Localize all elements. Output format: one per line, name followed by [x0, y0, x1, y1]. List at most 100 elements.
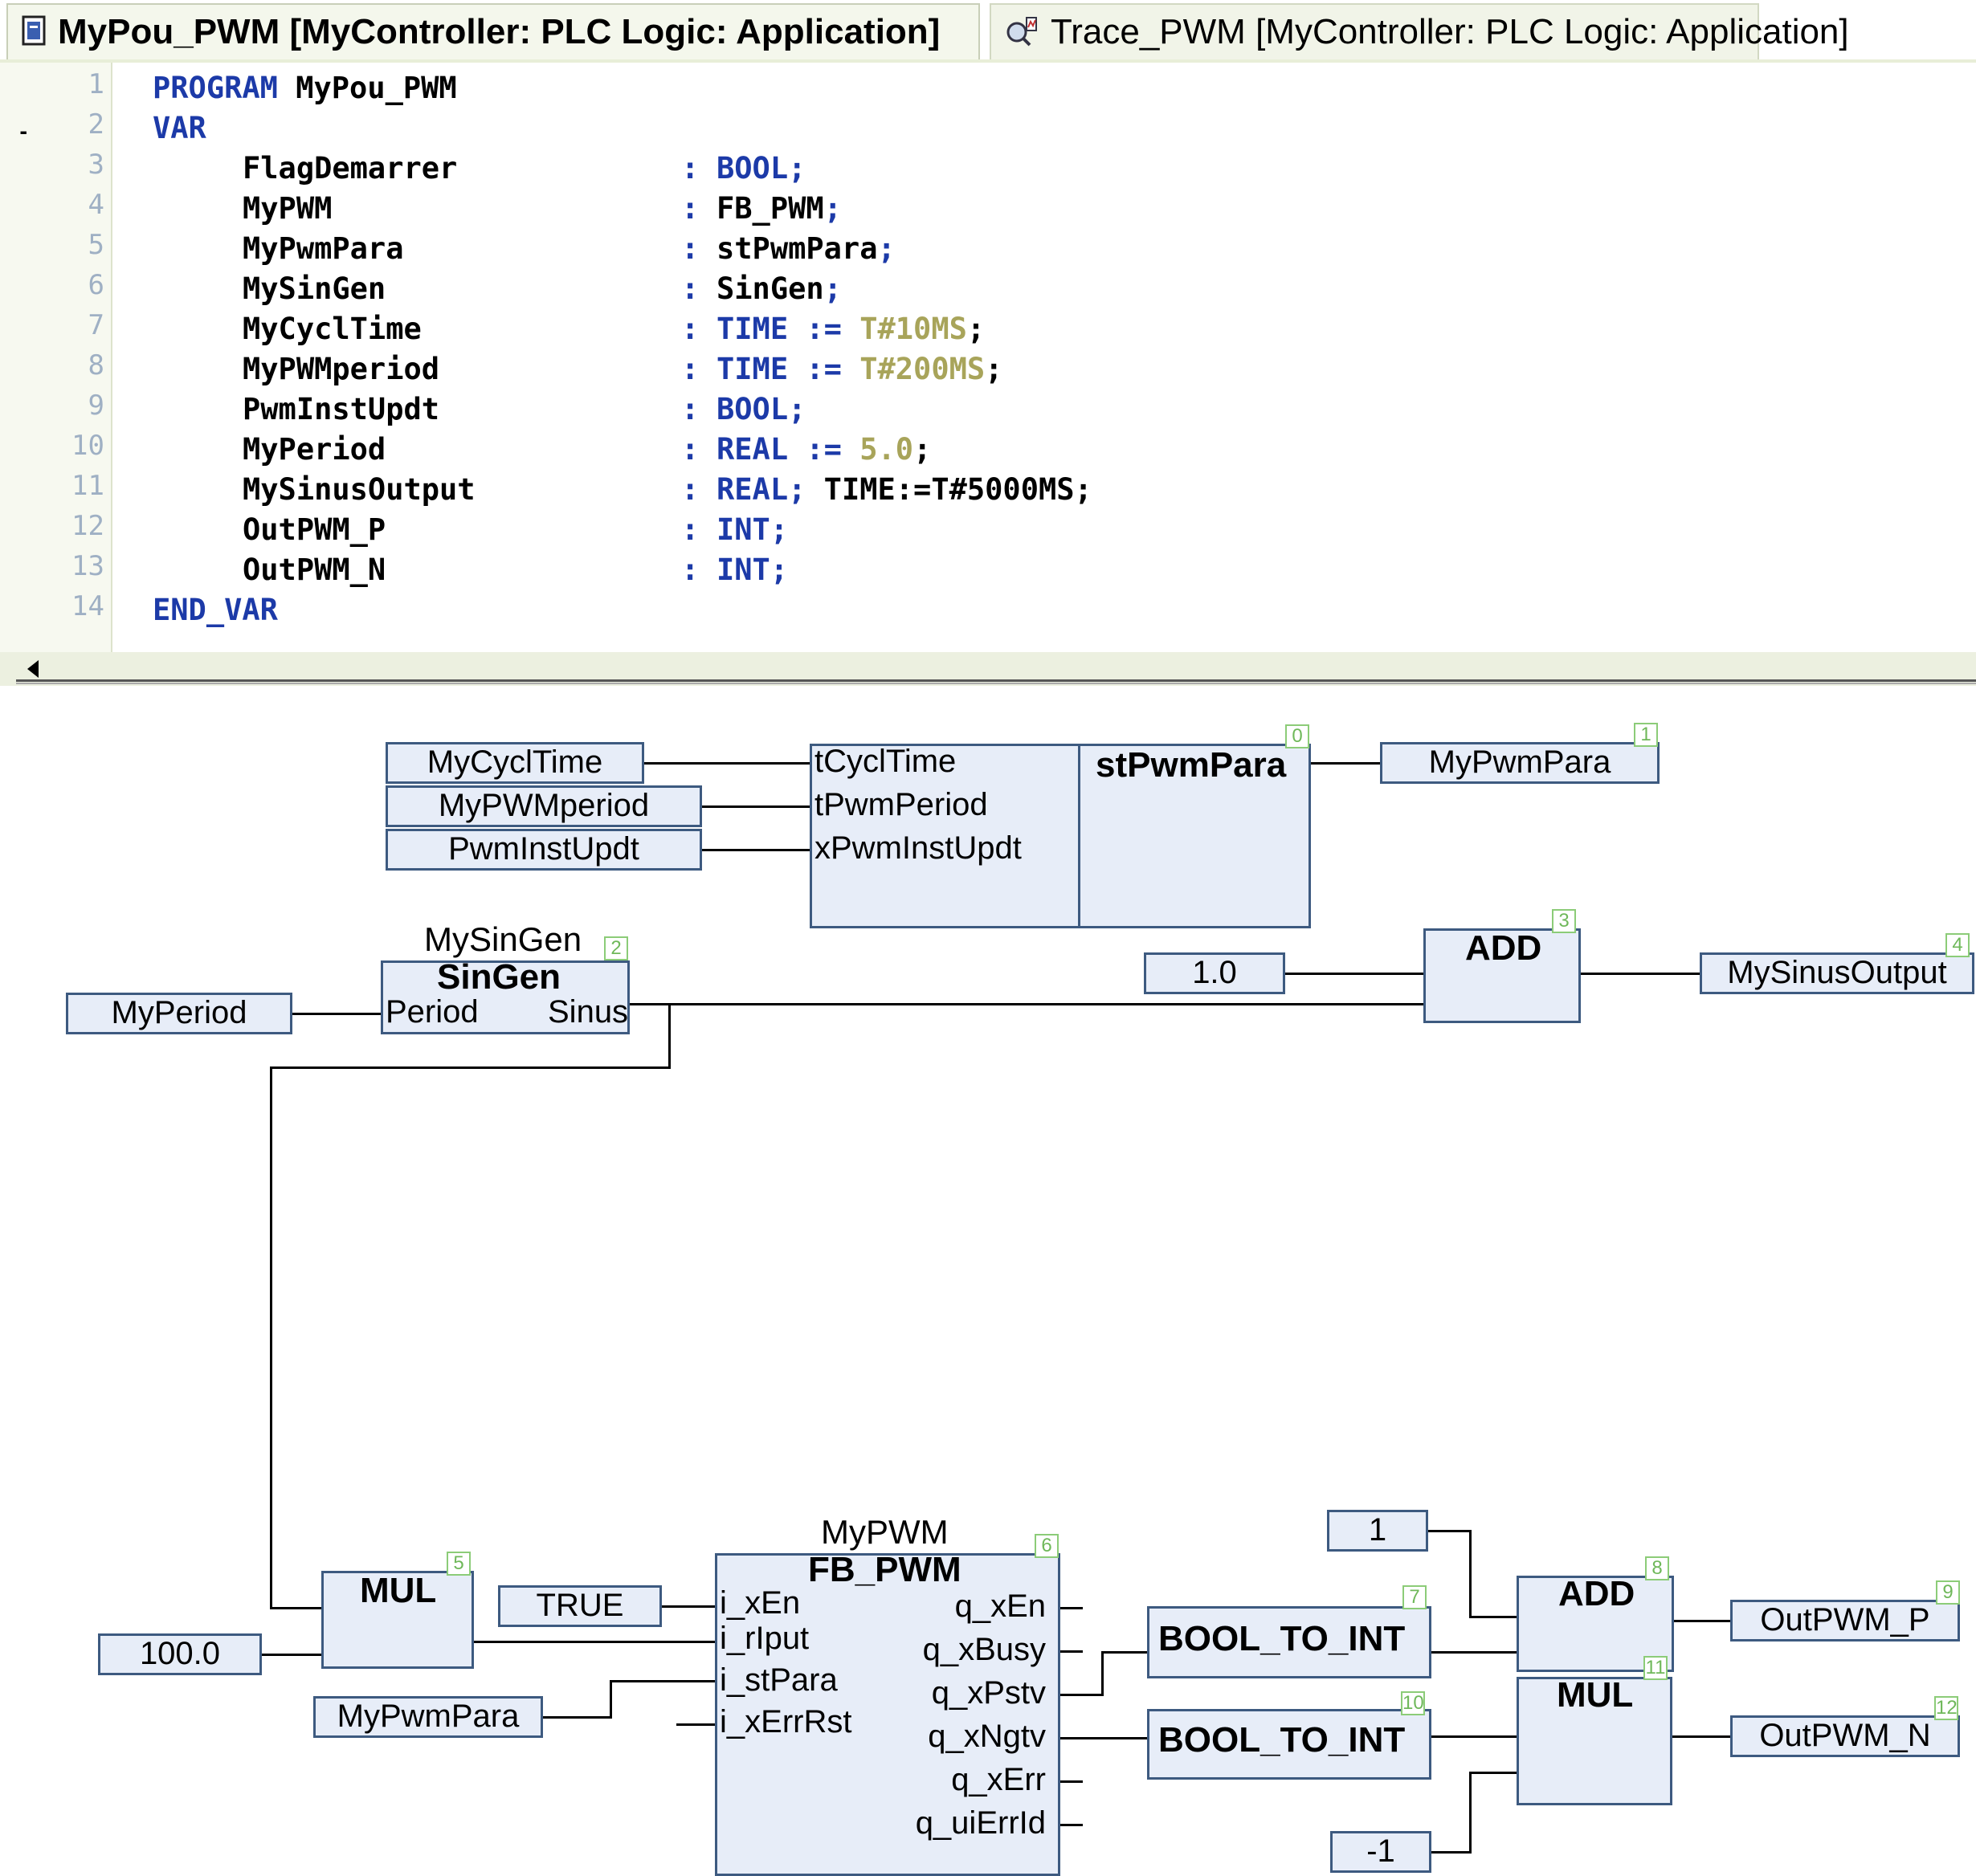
assign-operator: :=	[806, 432, 842, 467]
line-number-gutter	[47, 63, 112, 655]
tab-mypou-pwm[interactable]: MyPou_PWM [MyController: PLC Logic: Appl…	[6, 3, 980, 59]
statement-terminator: ; TIME:=T#5000MS;	[788, 472, 1092, 507]
variable-name: FlagDemarrer	[243, 151, 458, 186]
var-outpwm-p[interactable]: OutPWM_P	[1730, 1600, 1960, 1642]
block-title: BOOL_TO_INT	[1158, 1619, 1406, 1658]
editor-splitter[interactable]	[16, 679, 1976, 684]
variable-name: MySinusOutput	[243, 472, 476, 507]
line-number: 10	[71, 430, 104, 462]
variable-name: MyPWMperiod	[243, 352, 440, 386]
fold-gutter	[0, 63, 47, 655]
const-one-real[interactable]: 1.0	[1144, 952, 1285, 994]
variable-type: REAL	[717, 472, 789, 507]
block-title: MUL	[1557, 1675, 1634, 1715]
pin-q-xen: q_xEn	[954, 1588, 1046, 1624]
var-mypwmpara-out[interactable]: MyPwmPara	[1380, 742, 1660, 784]
tab-trace-pwm[interactable]: Trace_PWM [MyController: PLC Logic: Appl…	[990, 3, 1849, 59]
pin-i-stpara: i_stPara	[720, 1662, 838, 1698]
line-number: 4	[88, 189, 104, 221]
execution-order-badge: 8	[1645, 1556, 1669, 1580]
execution-order-badge: 4	[1945, 933, 1970, 957]
type-spec: INT;	[717, 553, 788, 587]
declaration-editor[interactable]: - 1 2 3 4 5 6 7 8 9 10 11 12 13 14 PROGR…	[0, 63, 1976, 686]
execution-order-badge: 0	[1285, 724, 1309, 748]
execution-order-badge: 10	[1401, 1691, 1425, 1715]
assign-operator: :=	[806, 312, 842, 346]
variable-type: TIME	[717, 352, 789, 386]
execution-order-badge: 1	[1634, 723, 1658, 747]
fbd-diagram[interactable]: MyCyclTime MyPWMperiod PwmInstUpdt stPwm…	[0, 691, 1976, 1876]
block-title: ADD	[1558, 1574, 1635, 1613]
pin-q-xbusy: q_xBusy	[922, 1632, 1046, 1667]
line-number: 3	[88, 149, 104, 181]
initial-value: T#10MS	[859, 312, 967, 346]
line-number: 14	[71, 590, 104, 622]
initial-value: T#200MS	[859, 352, 986, 386]
block-singen[interactable]	[381, 960, 630, 1034]
type-colon: :	[681, 231, 700, 266]
statement-terminator: ;	[913, 432, 932, 467]
initial-value: 5.0	[859, 432, 914, 467]
variable-type: TIME	[717, 312, 789, 346]
execution-order-badge: 12	[1934, 1696, 1958, 1720]
type-spec: SinGen;	[717, 271, 842, 306]
keyword-var: VAR	[153, 111, 206, 145]
pin-i-riput: i_rIput	[720, 1621, 810, 1656]
type-colon: :	[681, 432, 700, 467]
var-mycycltime[interactable]: MyCyclTime	[386, 742, 644, 784]
type-spec: TIME := T#200MS;	[717, 352, 1002, 386]
pin-i-xerrrst: i_xErrRst	[720, 1704, 852, 1739]
execution-order-badge: 6	[1035, 1534, 1059, 1558]
pin-tpwmperiod: tPwmPeriod	[814, 787, 988, 822]
type-colon: :	[681, 191, 700, 226]
editor-tab-bar: MyPou_PWM [MyController: PLC Logic: Appl…	[0, 0, 1976, 63]
const-one-int[interactable]: 1	[1327, 1510, 1428, 1552]
variable-type: BOOL	[717, 151, 789, 186]
line-number: 6	[88, 269, 104, 301]
block-add-top[interactable]	[1423, 928, 1581, 1023]
variable-name: MyPeriod	[243, 432, 386, 467]
line-number: 1	[88, 68, 104, 100]
pin-i-xen: i_xEn	[720, 1585, 801, 1621]
statement-terminator: ;	[770, 553, 789, 587]
line-number: 13	[71, 550, 104, 582]
block-title: FB_PWM	[808, 1550, 961, 1589]
variable-type: INT	[717, 512, 770, 547]
type-colon: :	[681, 271, 700, 306]
instance-mysingen: MySinGen	[424, 920, 582, 958]
const-true[interactable]: TRUE	[498, 1585, 662, 1627]
pin-q-xngtv: q_xNgtv	[928, 1719, 1046, 1754]
scroll-left-icon[interactable]	[27, 660, 39, 678]
type-spec: BOOL;	[717, 151, 806, 186]
var-outpwm-n[interactable]: OutPWM_N	[1730, 1715, 1960, 1757]
block-stpwmpara[interactable]	[810, 744, 1311, 928]
program-name: MyPou_PWM	[296, 71, 457, 105]
const-minus-one[interactable]: -1	[1330, 1831, 1431, 1873]
statement-terminator: ;	[985, 352, 1003, 386]
variable-type: INT	[717, 553, 770, 587]
variable-type: stPwmPara	[717, 231, 878, 266]
keyword-program: PROGRAM	[153, 71, 278, 105]
statement-terminator: ;	[877, 231, 896, 266]
type-colon: :	[681, 312, 700, 346]
var-mypwmperiod[interactable]: MyPWMperiod	[386, 785, 702, 827]
type-spec: INT;	[717, 512, 788, 547]
const-hundred[interactable]: 100.0	[98, 1633, 262, 1675]
var-myperiod[interactable]: MyPeriod	[66, 993, 292, 1034]
variable-type: FB_PWM	[717, 191, 824, 226]
tab-label: MyPou_PWM [MyController: PLC Logic: Appl…	[58, 12, 941, 51]
variable-name: PwmInstUpdt	[243, 392, 440, 426]
pou-icon	[21, 14, 47, 51]
var-pwminstupdt[interactable]: PwmInstUpdt	[386, 829, 702, 871]
pin-q-xpstv: q_xPstv	[931, 1675, 1046, 1711]
variable-type: BOOL	[717, 392, 789, 426]
tab-label: Trace_PWM [MyController: PLC Logic: Appl…	[1051, 12, 1849, 51]
statement-terminator: ;	[966, 312, 986, 346]
statement-terminator: ;	[823, 271, 842, 306]
var-mysinusoutput[interactable]: MySinusOutput	[1700, 952, 1974, 994]
collapse-icon[interactable]: -	[18, 120, 30, 143]
type-spec: REAL; TIME:=T#5000MS;	[717, 472, 1092, 507]
var-mypwmpara-in[interactable]: MyPwmPara	[313, 1696, 543, 1738]
line-number: 12	[71, 510, 104, 542]
line-number: 11	[71, 470, 104, 502]
